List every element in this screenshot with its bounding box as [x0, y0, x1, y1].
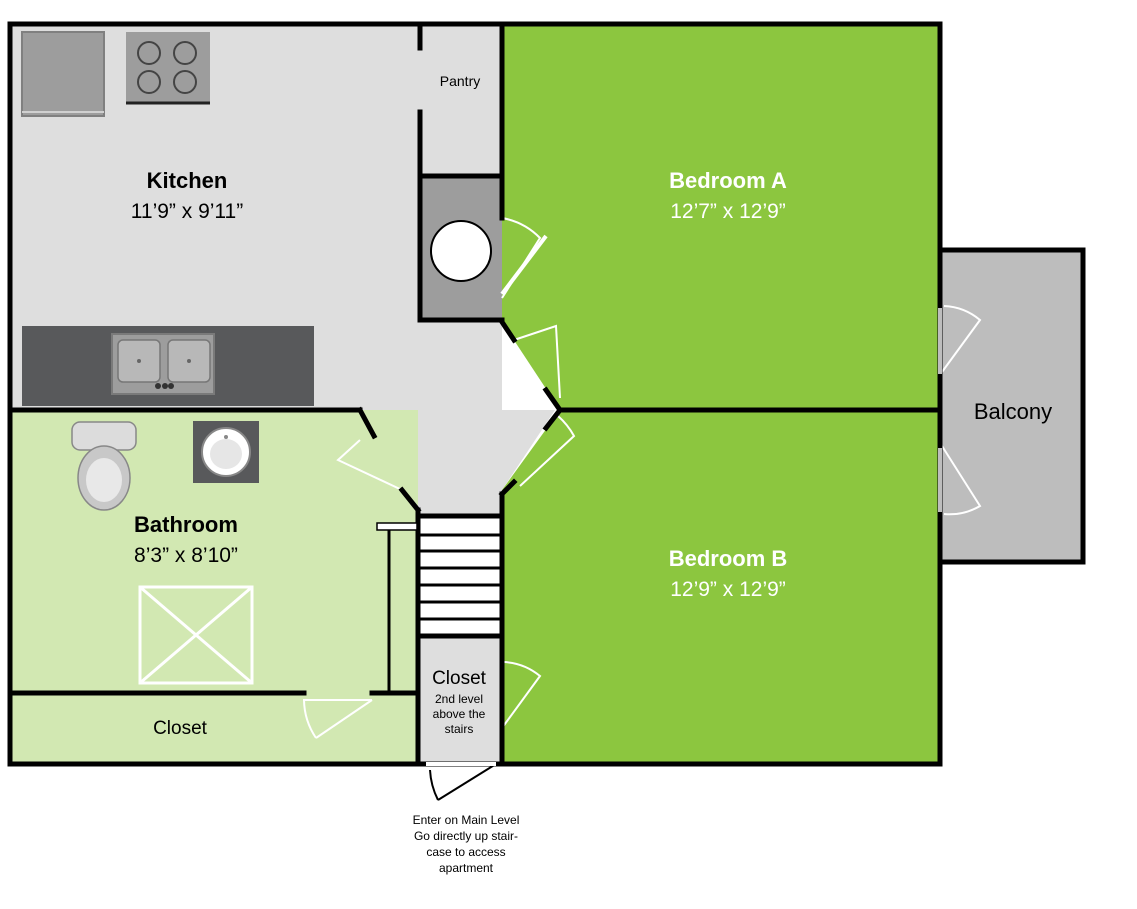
bathroom-partition [376, 522, 418, 693]
bathroom-label: Bathroom [134, 512, 238, 537]
bedroom-a-dims: 12’7” x 12’9” [670, 200, 786, 223]
bathroom-closet-label: Closet [153, 718, 208, 739]
stairs-closet-label: Closet [432, 668, 487, 689]
water-heater-icon [430, 220, 492, 282]
shower-icon [138, 585, 254, 685]
bedroom-b-label: Bedroom B [669, 546, 788, 571]
bedroom-b-floor [502, 410, 940, 762]
balcony-label: Balcony [974, 399, 1052, 424]
entry-note-1: Enter on Main Level [413, 813, 520, 827]
balcony-floor [940, 250, 1083, 562]
bedroom-b-dims: 12’9” x 12’9” [670, 578, 786, 601]
toilet-icon [71, 421, 137, 511]
entry-note-3: case to access [426, 845, 505, 859]
entry-note-4: apartment [439, 861, 494, 875]
kitchen-sink-icon [111, 333, 215, 395]
door-swings [303, 217, 982, 739]
bedroom-a-floor [502, 26, 940, 410]
stove-icon [21, 31, 105, 117]
pantry-label: Pantry [440, 73, 480, 89]
stairs-icon [420, 516, 500, 634]
stairs-closet-note-3: stairs [445, 722, 474, 736]
bathroom-dims: 8’3” x 8’10” [134, 544, 238, 567]
kitchen-label: Kitchen [147, 168, 228, 193]
kitchen-dims: 11’9” x 9’11” [131, 200, 243, 223]
closet-stairs-floor [418, 636, 502, 762]
stairs-closet-note-2: above the [433, 707, 486, 721]
bedroom-a-label: Bedroom A [669, 168, 787, 193]
bathroom-sink-icon [193, 421, 259, 483]
cooktop-icon [126, 32, 210, 105]
stairs-closet-note-1: 2nd level [435, 692, 483, 706]
entry-note-2: Go directly up stair- [414, 829, 518, 843]
entry-door-swing [429, 763, 497, 801]
